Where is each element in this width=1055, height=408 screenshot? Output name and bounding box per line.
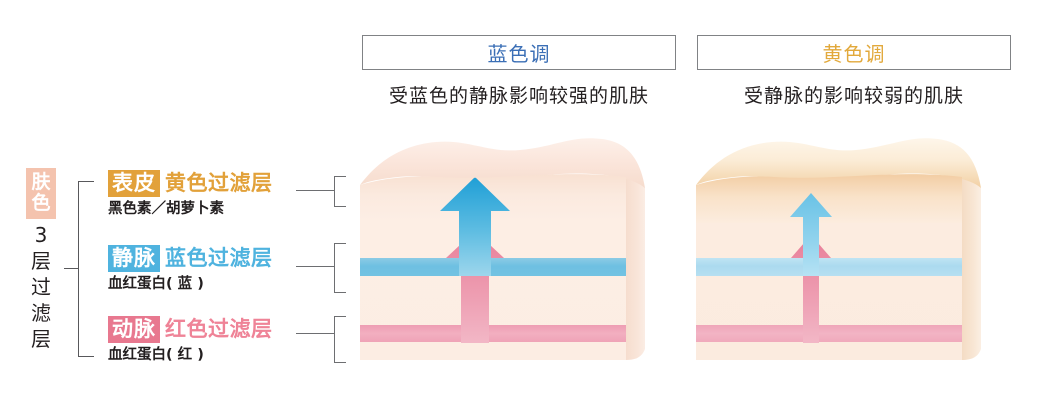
legend-tag-epidermis: 表皮 xyxy=(108,170,160,197)
connector-artery xyxy=(296,333,334,334)
skin-side-face-blue xyxy=(626,176,645,360)
caption-yellow-tone: 受静脉的影响较弱的肌肤 xyxy=(743,84,964,107)
legend-title-vein: 蓝色过滤层 xyxy=(165,246,273,270)
legend-sub-artery: 血红蛋白( 红 ) xyxy=(108,347,204,363)
legend-row-title-vein: 静脉蓝色过滤层 xyxy=(108,245,273,272)
skin-top-surface-blue xyxy=(360,138,645,188)
legend-sub-vein: 血红蛋白( 蓝 ) xyxy=(108,276,204,292)
legend-title-artery: 红色过滤层 xyxy=(165,317,273,341)
header-box-yellow-tone: 黄色调 xyxy=(697,35,1011,70)
connector-vein xyxy=(296,266,334,267)
artery-band-yellow xyxy=(696,325,962,342)
three-layer-char-1: 3 xyxy=(34,223,48,247)
dermis-layer-yellow xyxy=(696,223,962,361)
artery-arrow-blue-panel xyxy=(446,231,504,343)
legend-title-epidermis: 黄色过滤层 xyxy=(165,171,273,195)
three-layer-char-4: 滤 xyxy=(31,301,51,325)
three-layer-char-2: 层 xyxy=(31,249,51,273)
vein-arrow-blue-panel xyxy=(440,177,510,276)
legend-row-title-artery: 动脉红色过滤层 xyxy=(108,316,273,343)
bracket-vein xyxy=(334,243,346,293)
skin-tone-char-1: 肤 xyxy=(31,171,51,193)
outer-bracket xyxy=(78,181,94,357)
connector-epidermis xyxy=(296,190,334,191)
header-text-blue-tone: 蓝色调 xyxy=(487,42,551,66)
outer-bracket-stem xyxy=(64,268,79,269)
skin-tone-char-2: 色 xyxy=(31,192,51,214)
skin-block-blue-tone xyxy=(358,133,648,373)
legend-row-epidermis: 表皮黄色过滤层 黑色素／胡萝卜素 xyxy=(108,170,273,218)
legend-tag-vein: 静脉 xyxy=(108,245,160,272)
vein-band-yellow xyxy=(696,258,962,276)
caption-blue-tone: 受蓝色的静脉影响较强的肌肤 xyxy=(388,84,649,107)
vein-arrow-yellow-panel xyxy=(790,193,832,276)
three-layer-char-5: 层 xyxy=(31,327,51,351)
skin-block-yellow-tone xyxy=(694,133,984,373)
legend-row-artery: 动脉红色过滤层 血红蛋白( 红 ) xyxy=(108,316,273,364)
skin-cross-section-blue xyxy=(360,138,645,361)
vein-band-blue xyxy=(360,258,626,276)
skin-cross-section-yellow xyxy=(696,138,981,361)
bracket-epidermis xyxy=(334,176,346,207)
legend-tag-artery: 动脉 xyxy=(108,316,160,343)
skin-side-face-yellow xyxy=(962,176,981,360)
header-text-yellow-tone: 黄色调 xyxy=(822,42,886,66)
legend-row-vein: 静脉蓝色过滤层 血红蛋白( 蓝 ) xyxy=(108,245,273,293)
legend-sub-epidermis: 黑色素／胡萝卜素 xyxy=(108,201,224,217)
artery-band-blue xyxy=(360,325,626,342)
skin-top-surface-yellow xyxy=(696,138,981,188)
header-box-blue-tone: 蓝色调 xyxy=(362,35,676,70)
bracket-artery xyxy=(334,316,346,363)
skin-tone-badge: 肤 色 xyxy=(26,168,56,219)
dermis-layer-blue xyxy=(360,221,626,361)
artery-arrow-yellow-panel xyxy=(791,235,831,343)
skin-layers-blue xyxy=(360,174,626,361)
legend-row-title-epidermis: 表皮黄色过滤层 xyxy=(108,170,273,197)
skin-layers-yellow xyxy=(696,174,962,361)
three-layer-label: 3 层 过 滤 层 xyxy=(26,222,56,352)
three-layer-char-3: 过 xyxy=(31,275,51,299)
